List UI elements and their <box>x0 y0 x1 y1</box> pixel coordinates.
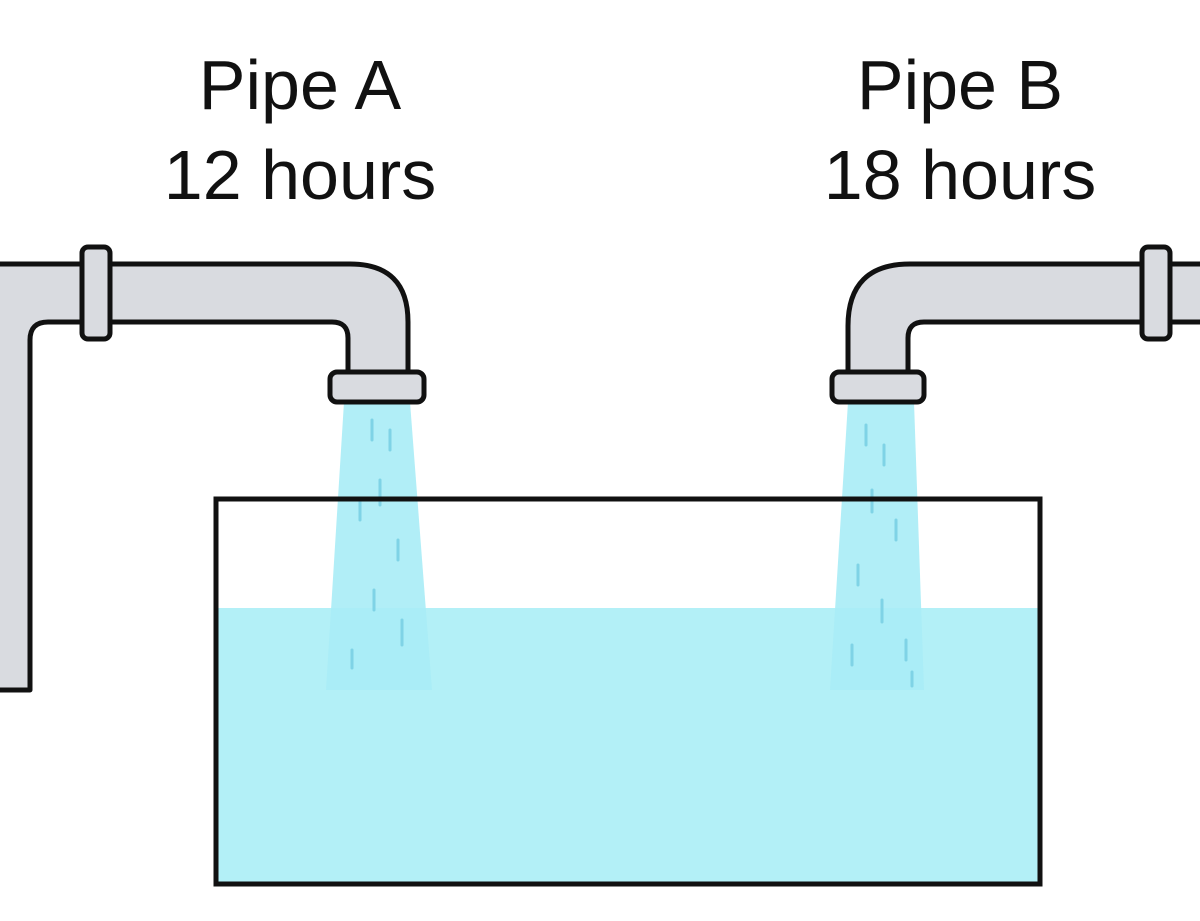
tank-outline <box>213 496 1043 887</box>
pipe-a-name: Pipe A <box>198 46 402 124</box>
pipe-a-coupling <box>79 244 113 342</box>
pipe-a-time: 12 hours <box>163 136 437 214</box>
pipe-b-nozzle <box>829 369 927 405</box>
pipe-a-label: Pipe A 12 hours <box>140 50 460 210</box>
pipe-b-label: Pipe B 18 hours <box>800 50 1120 210</box>
pipe-a-body <box>0 261 411 693</box>
pipe-a-nozzle <box>327 369 427 405</box>
stream-a <box>326 402 432 690</box>
pipe-b-coupling <box>1139 244 1173 342</box>
pipe-b-name: Pipe B <box>856 46 1064 124</box>
pipe-b-body <box>845 261 1200 379</box>
stream-b <box>830 402 924 690</box>
pipe-b-time: 18 hours <box>823 136 1097 214</box>
stream-b-drops <box>850 423 914 688</box>
stream-a-drops <box>350 418 404 670</box>
